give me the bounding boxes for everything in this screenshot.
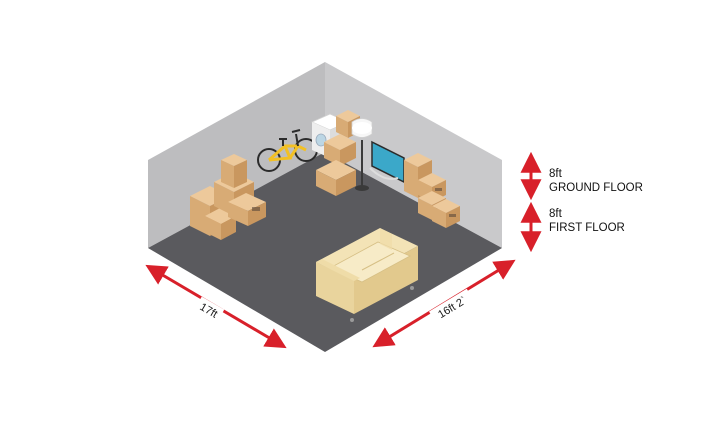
- box-stack-right: [404, 153, 460, 228]
- height-dimension: 8ft GROUND FLOOR 8ft FIRST FLOOR: [520, 151, 643, 253]
- box-stack-center: [316, 110, 360, 196]
- upper-height-label: GROUND FLOOR: [549, 182, 643, 194]
- bicycle-icon: [257, 129, 318, 172]
- width-dimension: 17ft: [145, 264, 287, 349]
- box-stack-left: [190, 154, 266, 240]
- cardboard-box-icon: [205, 208, 236, 240]
- back-wall: [325, 62, 502, 248]
- floor-lamp-icon: [351, 118, 373, 191]
- cardboard-box-icon: [432, 199, 460, 228]
- cardboard-box-icon: [228, 193, 266, 226]
- cardboard-box-icon: [221, 154, 247, 188]
- lower-height-label: FIRST FLOOR: [549, 222, 625, 234]
- cardboard-box-icon: [316, 160, 356, 196]
- lower-height-value: 8ft: [549, 208, 563, 220]
- upper-height-value: 8ft: [549, 168, 563, 180]
